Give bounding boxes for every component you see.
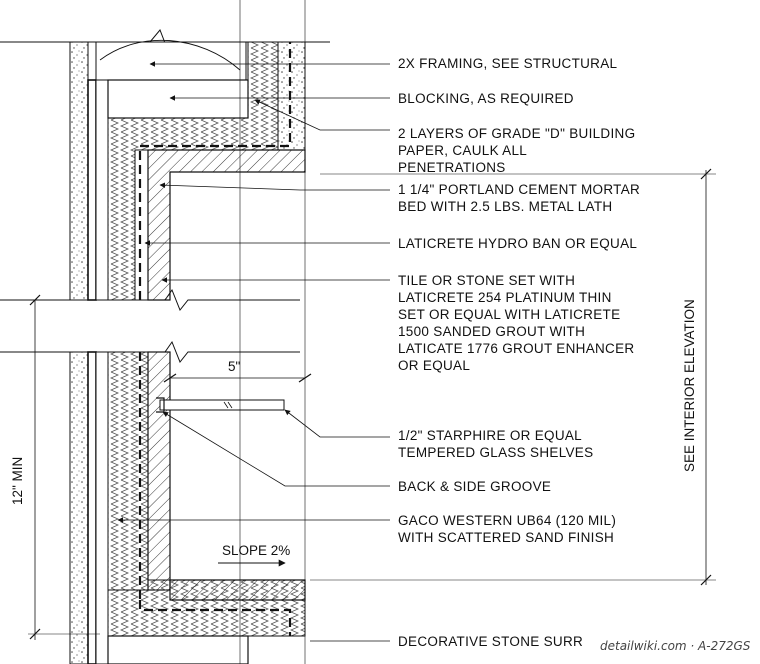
dim-shelf-depth: 5" <box>228 359 241 374</box>
membrane-upper <box>138 42 292 300</box>
leader-lines <box>117 61 390 642</box>
tile-lower <box>147 351 171 591</box>
framing <box>95 41 247 81</box>
exterior-wall-lower <box>69 351 89 664</box>
callout-glass-shelves: 1/2" STARPHIRE OR EQUAL TEMPERED GLASS S… <box>398 428 593 460</box>
groove <box>156 397 165 413</box>
callout-hydro-ban: LATICRETE HYDRO BAN OR EQUAL <box>398 236 637 251</box>
callout-groove: BACK & SIDE GROOVE <box>398 479 551 494</box>
tile-upper <box>147 149 306 301</box>
callout-tile: TILE OR STONE SET WITH LATICRETE 254 PLA… <box>398 273 639 373</box>
callout-labels: 2X FRAMING, SEE STRUCTURAL BLOCKING, AS … <box>398 56 644 649</box>
watermark: detailwiki.com · A-272GS <box>600 639 751 653</box>
mortar-bed-lower <box>107 351 149 591</box>
callout-mortar-bed: 1 1/4" PORTLAND CEMENT MORTAR BED WITH 2… <box>398 182 644 214</box>
dim-slope: SLOPE 2% <box>222 543 290 558</box>
callout-building-paper: 2 LAYERS OF GRADE "D" BUILDING PAPER, CA… <box>398 126 639 175</box>
callout-framing: 2X FRAMING, SEE STRUCTURAL <box>398 56 618 71</box>
callout-gaco: GACO WESTERN UB64 (120 MIL) WITH SCATTER… <box>398 513 620 545</box>
blocking <box>107 79 249 119</box>
glass-shelf <box>159 399 285 411</box>
callout-blocking: BLOCKING, AS REQUIRED <box>398 91 574 106</box>
dim-min-height: 12" MIN <box>10 457 25 505</box>
break-line-mid-upper <box>0 288 300 311</box>
dim-elevation-ref: SEE INTERIOR ELEVATION <box>682 299 697 472</box>
exterior-wall <box>69 41 89 301</box>
callout-stone-surround: DECORATIVE STONE SURR <box>398 634 583 649</box>
